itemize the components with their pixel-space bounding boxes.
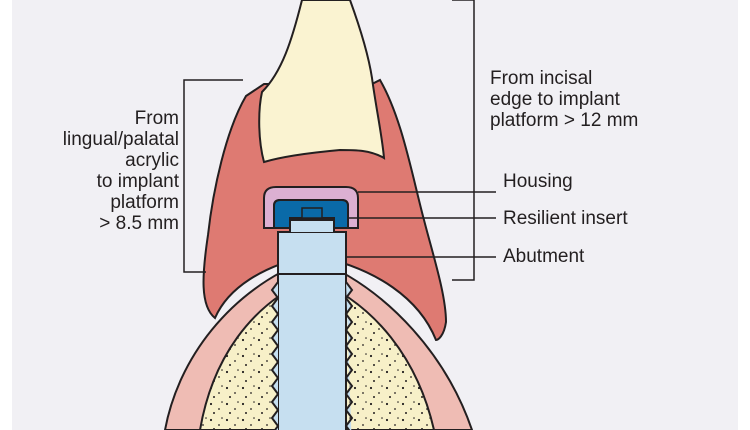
- right-measure-bracket: [452, 0, 475, 281]
- right-measure-label: From incisal edge to implant platform > …: [490, 68, 639, 131]
- resilient-insert-label: Resilient insert: [503, 208, 628, 229]
- housing-label: Housing: [503, 171, 573, 192]
- abutment-top: [289, 219, 335, 232]
- abutment: [277, 231, 347, 275]
- insert-notch: [301, 207, 323, 219]
- left-measure-label: From lingual/palatal acrylic to implant …: [62, 108, 179, 234]
- left-measure-bracket: [183, 79, 243, 273]
- implant-threads: [270, 281, 354, 430]
- implant-body: [277, 261, 347, 430]
- abutment-label: Abutment: [503, 246, 585, 267]
- tooth: [258, 0, 386, 164]
